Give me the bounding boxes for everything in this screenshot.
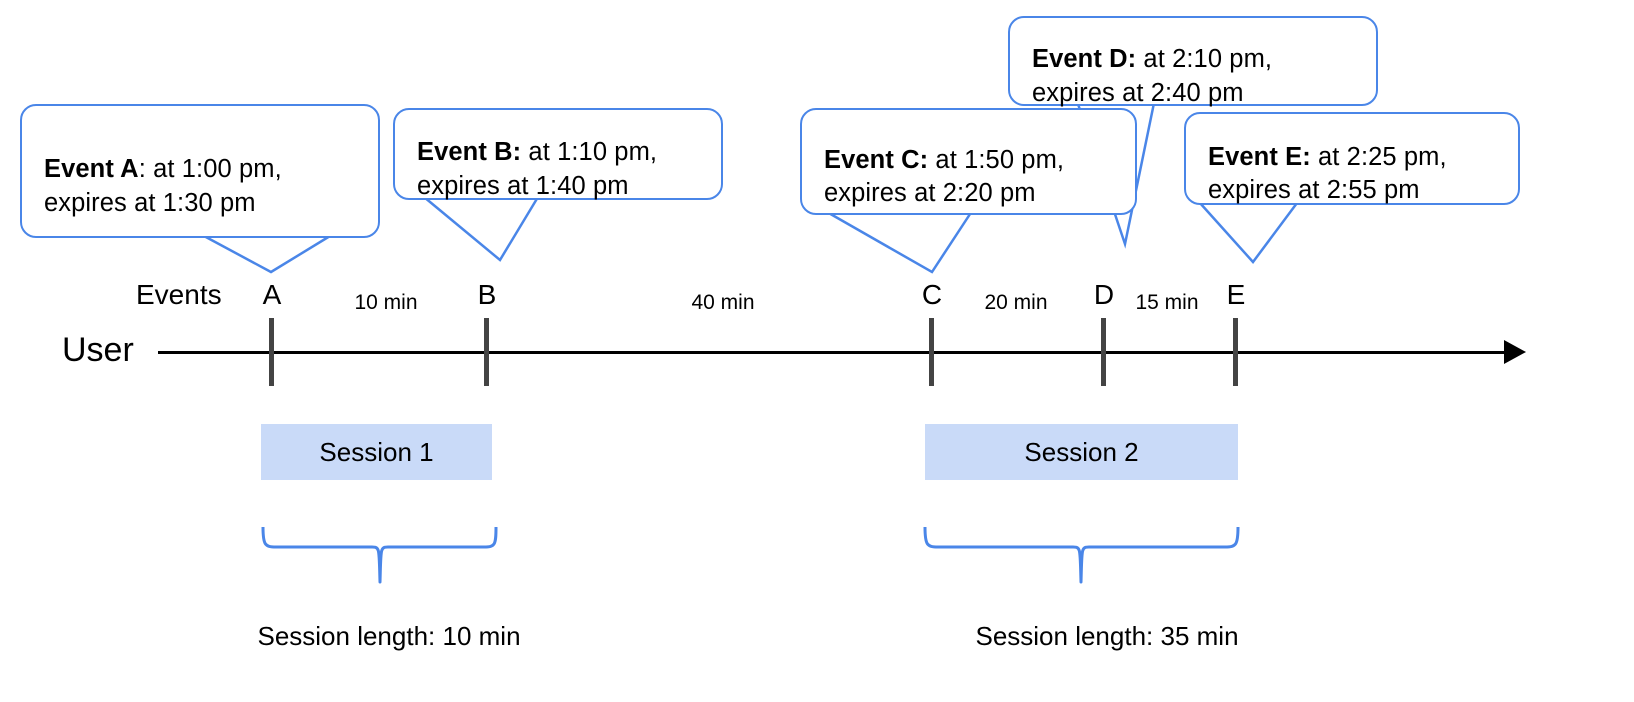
session-block-1[interactable]: Session 1 [261, 424, 492, 480]
tick-mark-d [1101, 318, 1106, 386]
callout-event-a[interactable]: Event A: at 1:00 pm, expires at 1:30 pm [20, 104, 380, 238]
callout-detail-e: at 2:25 pm, expires at 2:55 pm [1208, 142, 1447, 205]
callout-detail-d: at 2:10 pm, expires at 2:40 pm [1032, 45, 1273, 107]
tick-label-b: B [477, 279, 497, 310]
callout-text-b: Event B: at 1:10 pm, expires at 1:40 pm [417, 102, 657, 204]
callout-title-e: Event E: [1208, 142, 1311, 171]
brace-session-1 [261, 526, 498, 584]
timeline-arrow-icon [1504, 340, 1526, 364]
callout-event-c[interactable]: Event C: at 1:50 pm, expires at 2:20 pm [800, 108, 1137, 215]
tick-mark-c [929, 318, 934, 386]
callout-tail-c [826, 210, 974, 274]
gap-label-ab: 10 min [354, 291, 418, 314]
session-block-1-label: Session 1 [319, 436, 434, 467]
callout-title-a: Event A [44, 155, 139, 184]
session-block-2[interactable]: Session 2 [925, 424, 1238, 480]
tick-label-e: E [1226, 279, 1246, 310]
gap-label-cd: 20 min [984, 291, 1048, 314]
callout-detail-b: at 1:10 pm, expires at 1:40 pm [417, 138, 658, 200]
axis-row-label: User [62, 331, 134, 369]
callout-text-c: Event C: at 1:50 pm, expires at 2:20 pm [824, 110, 1064, 212]
callout-title-d: Event D: [1032, 45, 1137, 74]
gap-label-de: 15 min [1135, 291, 1199, 314]
callout-text-d: Event D: at 2:10 pm, expires at 2:40 pm [1032, 9, 1272, 111]
callout-event-e[interactable]: Event E: at 2:25 pm, expires at 2:55 pm [1184, 112, 1520, 205]
callout-sep-a: : [138, 155, 146, 184]
tick-mark-b [484, 318, 489, 386]
tick-label-c: C [921, 279, 943, 310]
tick-mark-a [269, 318, 274, 386]
callout-title-b: Event B: [417, 138, 522, 167]
timeline-axis [158, 351, 1510, 354]
tick-label-a: A [262, 279, 282, 310]
session-block-2-label: Session 2 [1024, 436, 1139, 467]
tick-mark-e [1233, 318, 1238, 386]
callout-tail-e [1199, 202, 1299, 264]
callout-detail-c: at 1:50 pm, expires at 2:20 pm [824, 145, 1065, 208]
session-1-length-caption: Session length: 10 min [257, 621, 521, 651]
callout-text-e: Event E: at 2:25 pm, expires at 2:55 pm [1208, 107, 1447, 209]
brace-session-2 [923, 526, 1240, 584]
callout-event-d[interactable]: Event D: at 2:10 pm, expires at 2:40 pm [1008, 16, 1378, 107]
callout-tail-a [203, 234, 331, 274]
callout-text-a: Event A: at 1:00 pm, expires at 1:30 pm [44, 119, 282, 221]
gap-label-bc: 40 min [691, 291, 755, 314]
events-row-label: Events [136, 279, 222, 310]
session-2-length-caption: Session length: 35 min [975, 621, 1239, 651]
callout-title-c: Event C: [824, 145, 929, 174]
callout-detail-a: at 1:00 pm, expires at 1:30 pm [44, 155, 282, 217]
callout-tail-b [423, 196, 540, 262]
callout-event-b[interactable]: Event B: at 1:10 pm, expires at 1:40 pm [393, 108, 723, 200]
tick-label-d: D [1093, 279, 1115, 310]
